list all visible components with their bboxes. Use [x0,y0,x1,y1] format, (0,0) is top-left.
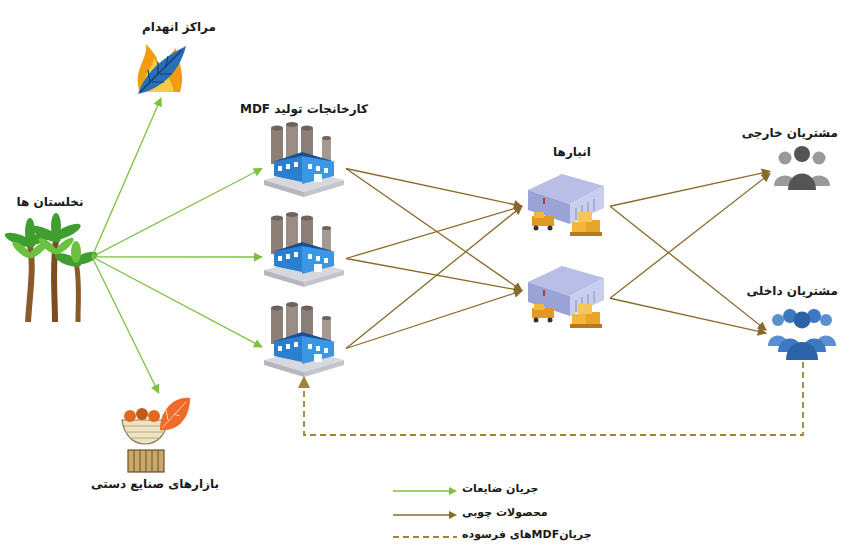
node-label: کارخانجات تولید MDF [240,102,368,118]
illustration-part [76,262,79,322]
flow-node: انبارها [522,165,610,240]
legend-label: جریانMDFهای فرسوده [462,528,592,542]
illustration-part [794,312,811,329]
flow-arrow [610,171,770,206]
node-label: مشتریان داخلی [747,284,838,300]
illustration-part [393,490,451,492]
flow-arrow [92,98,161,257]
illustration-part [820,314,832,326]
domestic-customers-icon [768,309,836,360]
node-label: مشتریان خارجی [742,126,838,142]
warehouse-icon [528,174,604,236]
illustration-part [786,342,818,360]
legend-label: جریان ضایعات [462,482,539,496]
illustration-part [10,235,81,263]
factory-icon [264,212,344,287]
flow-arrow [92,257,159,393]
flow-node: نخلستان ها [8,215,92,325]
flow-arrow [92,257,262,347]
flow-arrow [346,169,522,291]
node-label: بازارهای صنایع دستی [91,477,219,493]
flow-arrow [610,174,770,299]
illustration-part [138,46,186,94]
illustration-part [51,213,61,239]
flow-arrow [92,256,262,258]
legend-samples [393,487,457,537]
illustration-part [71,241,81,263]
flow-arrow [610,298,766,333]
factory-icon [264,122,344,197]
illustration-part [788,174,816,191]
factory-icon [264,302,344,377]
illustration-part [779,152,792,165]
flow-arrow [346,291,522,349]
flow-node: مراکز انهدام [133,40,189,98]
illustration-part [794,146,810,162]
legend-label: محصولات چوبی [462,506,548,520]
illustration-part [136,408,148,420]
node-label: انبارها [553,145,591,161]
flow-arrow [346,259,522,291]
flow-node: مشتریان خارجی [770,146,834,192]
illustration-part [134,450,158,472]
illustration-part [772,314,784,326]
illustration-part [25,218,35,246]
illustration-part [124,410,136,422]
illustration-part [162,402,186,428]
flow-arrow [92,169,262,257]
warehouse-icon [528,266,604,328]
illustration-part [393,536,457,538]
illustration-part [813,152,826,165]
palm-trees [3,213,99,322]
illustration-part [148,56,172,82]
flow-node [522,257,610,332]
illustration-part [3,213,99,269]
illustration-part [449,511,457,519]
flow-arrow [304,362,803,435]
illustration-part [148,410,160,422]
illustration-part [140,50,182,92]
illustration-part [160,398,190,430]
illustration-part [128,450,164,472]
illustration-part [124,426,166,438]
handicraft-icon [122,398,190,472]
burning-leaf [138,44,186,94]
illustration-part [393,514,451,516]
foreign-customers-icon [774,146,830,190]
flow-node [262,212,346,287]
flow-node: کارخانجات تولید MDF [262,122,346,197]
node-label: مراکز انهدام [142,20,216,36]
flow-node [262,302,346,377]
flow-node: بازارهای صنایع دستی [118,393,192,473]
flow-node: مشتریان داخلی [766,304,840,362]
flow-arrow [346,206,522,348]
node-label: نخلستان ها [17,195,84,211]
flow-arrow [346,206,522,258]
illustration-part [449,487,457,495]
flow-arrow [610,206,766,330]
